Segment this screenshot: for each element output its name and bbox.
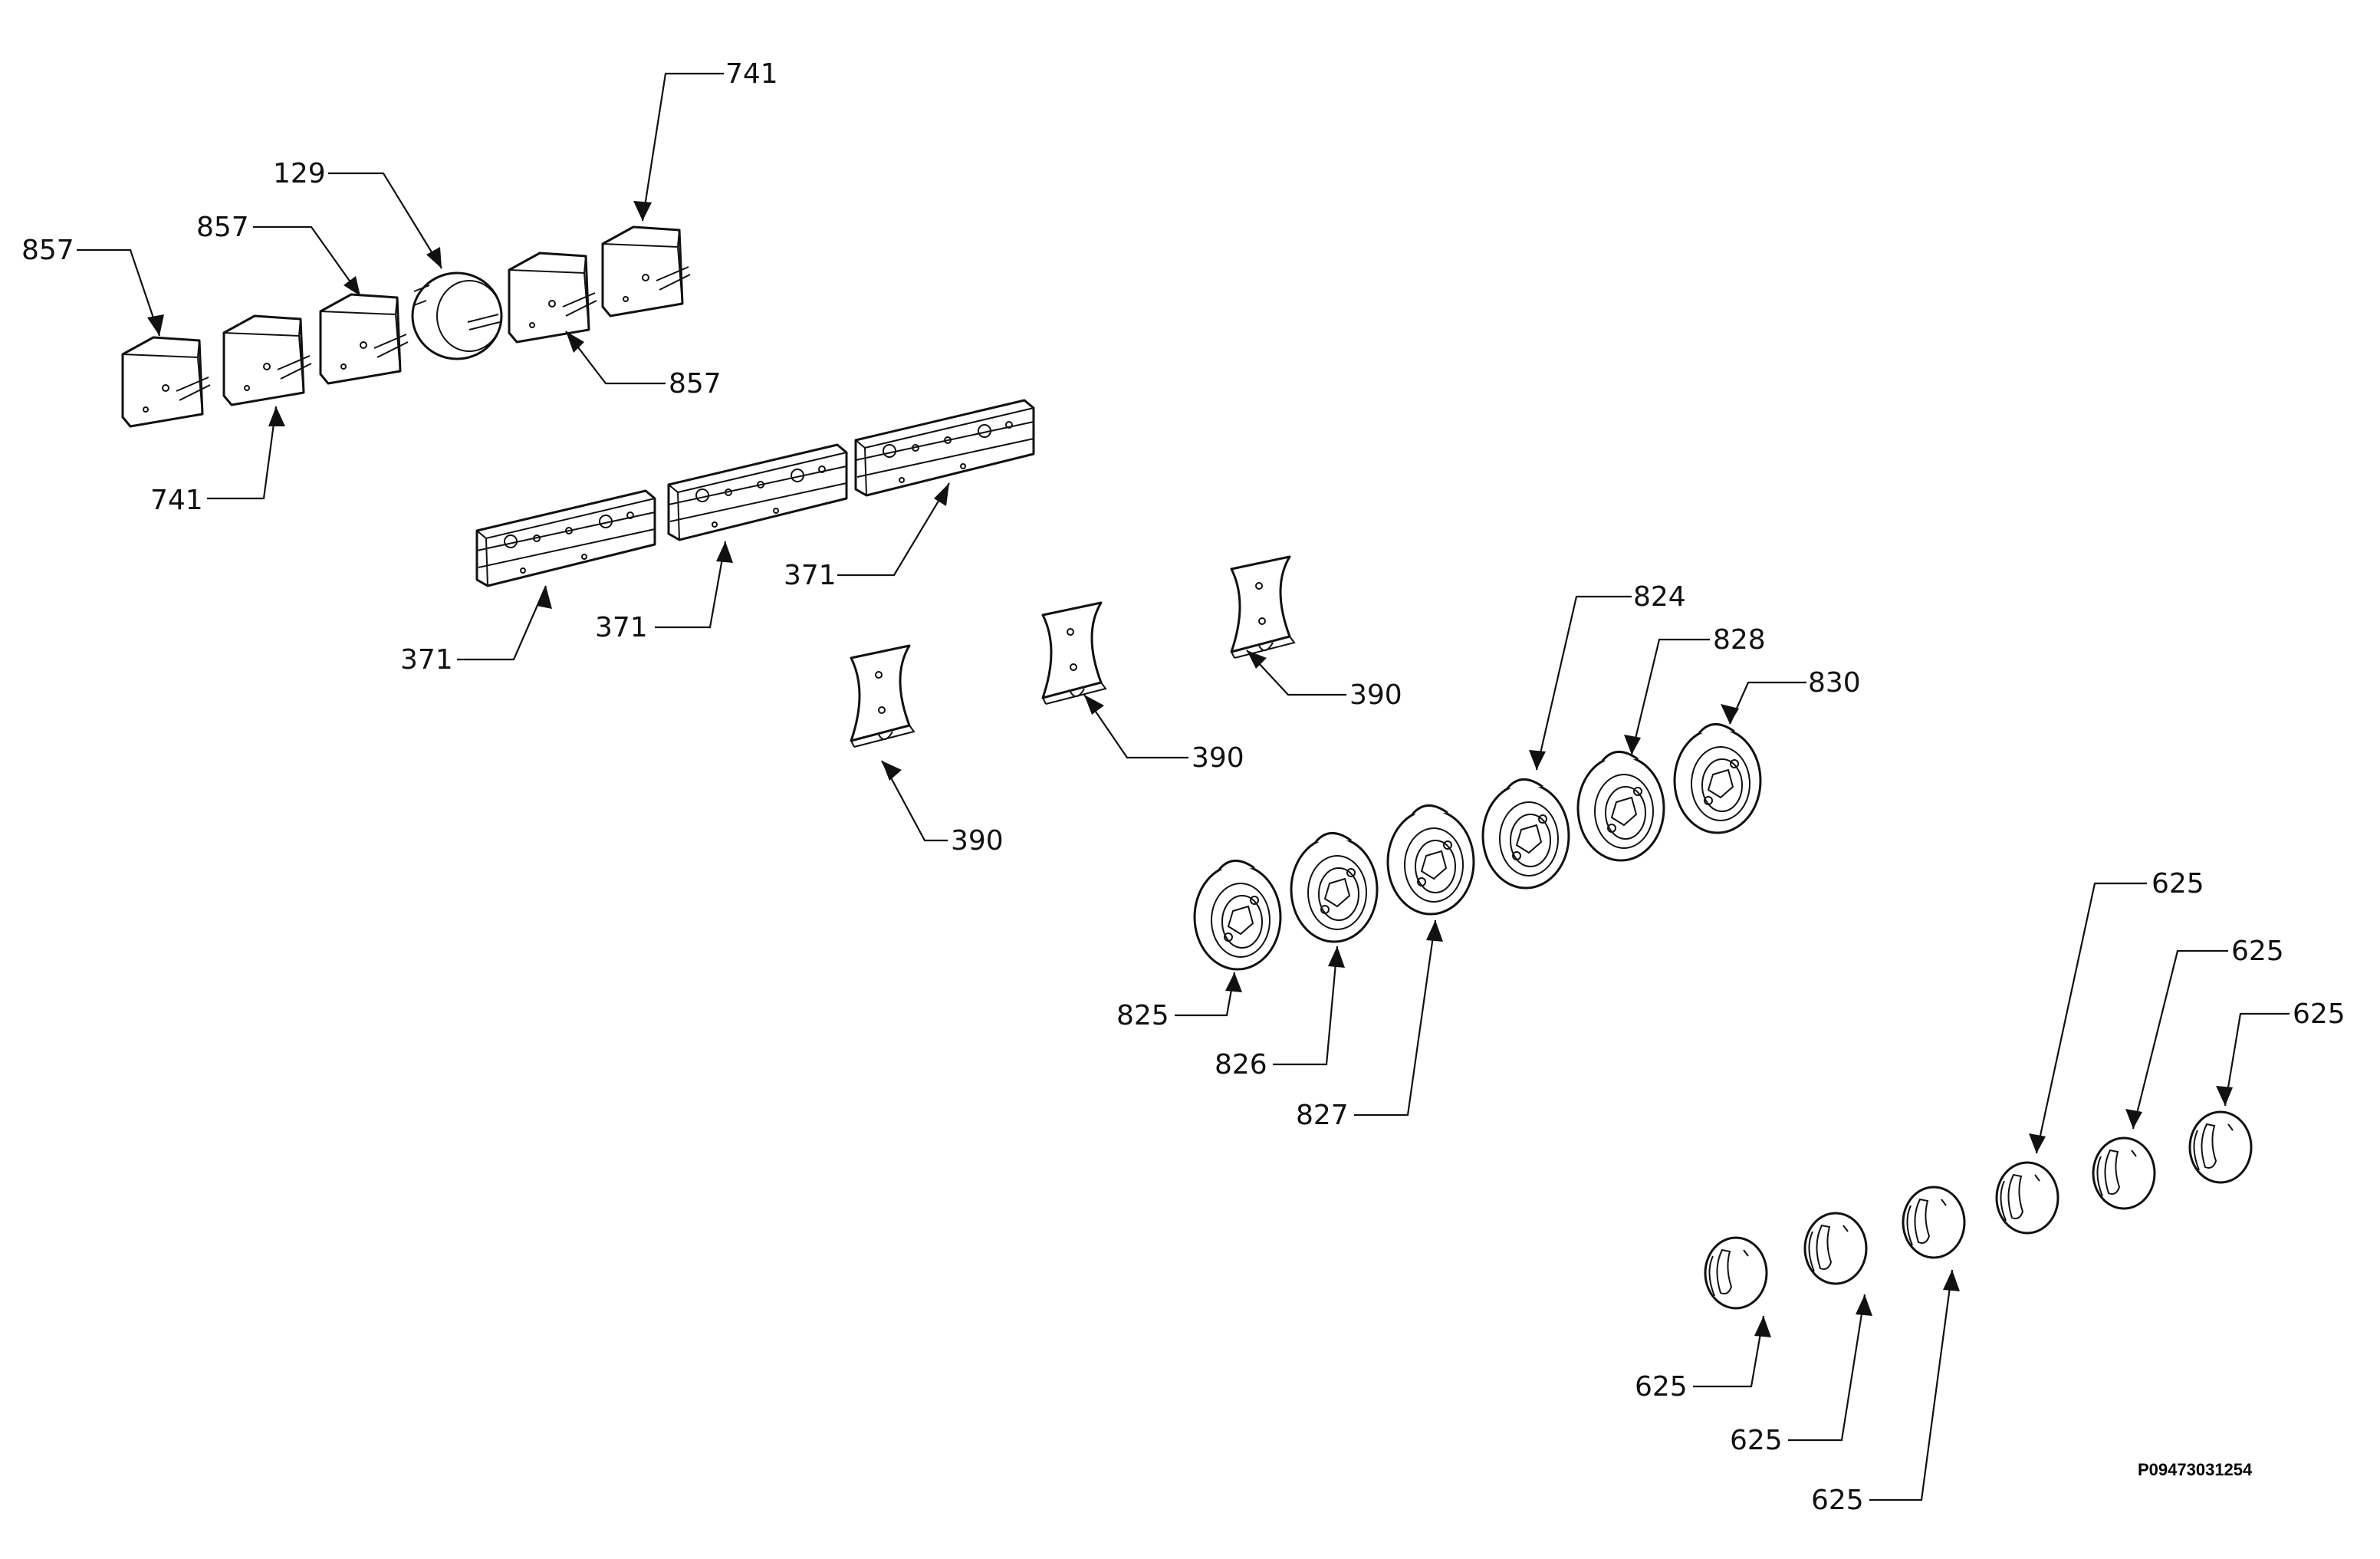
callout-625-bottom-3: 625 (1811, 1485, 1864, 1516)
callout-824: 824 (1633, 581, 1686, 613)
switch-box-2 (222, 314, 313, 406)
callout-371-mid: 371 (595, 612, 648, 643)
arrow-heads (147, 201, 2233, 1337)
disc-830 (1673, 722, 1762, 834)
switch-box-1 (121, 336, 212, 428)
callout-825: 825 (1116, 1000, 1169, 1031)
knob-5 (2092, 1136, 2156, 1210)
callout-390-mid: 390 (1192, 742, 1244, 774)
knob-4 (1995, 1161, 2059, 1235)
callout-857-right: 857 (669, 368, 722, 400)
callout-129: 129 (273, 158, 326, 189)
disc-827 (1386, 804, 1475, 916)
knob-1 (1704, 1236, 1768, 1310)
round-component-129 (411, 271, 503, 360)
callout-625-top-3: 625 (2293, 998, 2345, 1030)
callout-830: 830 (1808, 667, 1861, 699)
callout-828: 828 (1713, 624, 1766, 656)
callout-625-bottom-2: 625 (1730, 1425, 1783, 1456)
disc-824 (1481, 778, 1570, 890)
knob-3 (1902, 1186, 1966, 1259)
document-code: P09473031254 (2138, 1460, 2253, 1479)
switch-box-4 (508, 252, 598, 344)
callout-371-left: 371 (400, 644, 453, 676)
bracket-1 (850, 644, 916, 748)
callout-labels: 741 129 857 857 857 741 371 371 371 390 … (21, 58, 2345, 1516)
callout-625-top-1: 625 (2152, 868, 2204, 900)
callout-857-left: 857 (21, 235, 74, 266)
rail-2 (667, 443, 848, 541)
callout-390-left: 390 (951, 825, 1004, 857)
callout-625-top-2: 625 (2231, 936, 2284, 967)
bracket-2 (1041, 601, 1107, 705)
callout-857-mid: 857 (196, 212, 249, 243)
disc-828 (1576, 750, 1665, 862)
callout-827: 827 (1296, 1100, 1349, 1131)
leader-lines (77, 72, 2290, 1501)
rail-1 (475, 489, 656, 587)
knob-6 (2188, 1110, 2253, 1184)
callout-625-bottom-1: 625 (1635, 1371, 1688, 1403)
callout-371-right: 371 (784, 560, 837, 591)
rail-3 (854, 399, 1035, 497)
switch-box-3 (319, 293, 409, 385)
switch-box-5 (601, 225, 692, 317)
disc-825 (1193, 859, 1282, 971)
bracket-3 (1230, 555, 1296, 659)
callout-741-top: 741 (725, 58, 778, 90)
callout-390-right: 390 (1349, 679, 1402, 711)
callout-826: 826 (1215, 1049, 1267, 1080)
disc-826 (1290, 831, 1379, 943)
knob-2 (1803, 1212, 1868, 1285)
callout-741-bottom: 741 (150, 485, 203, 516)
